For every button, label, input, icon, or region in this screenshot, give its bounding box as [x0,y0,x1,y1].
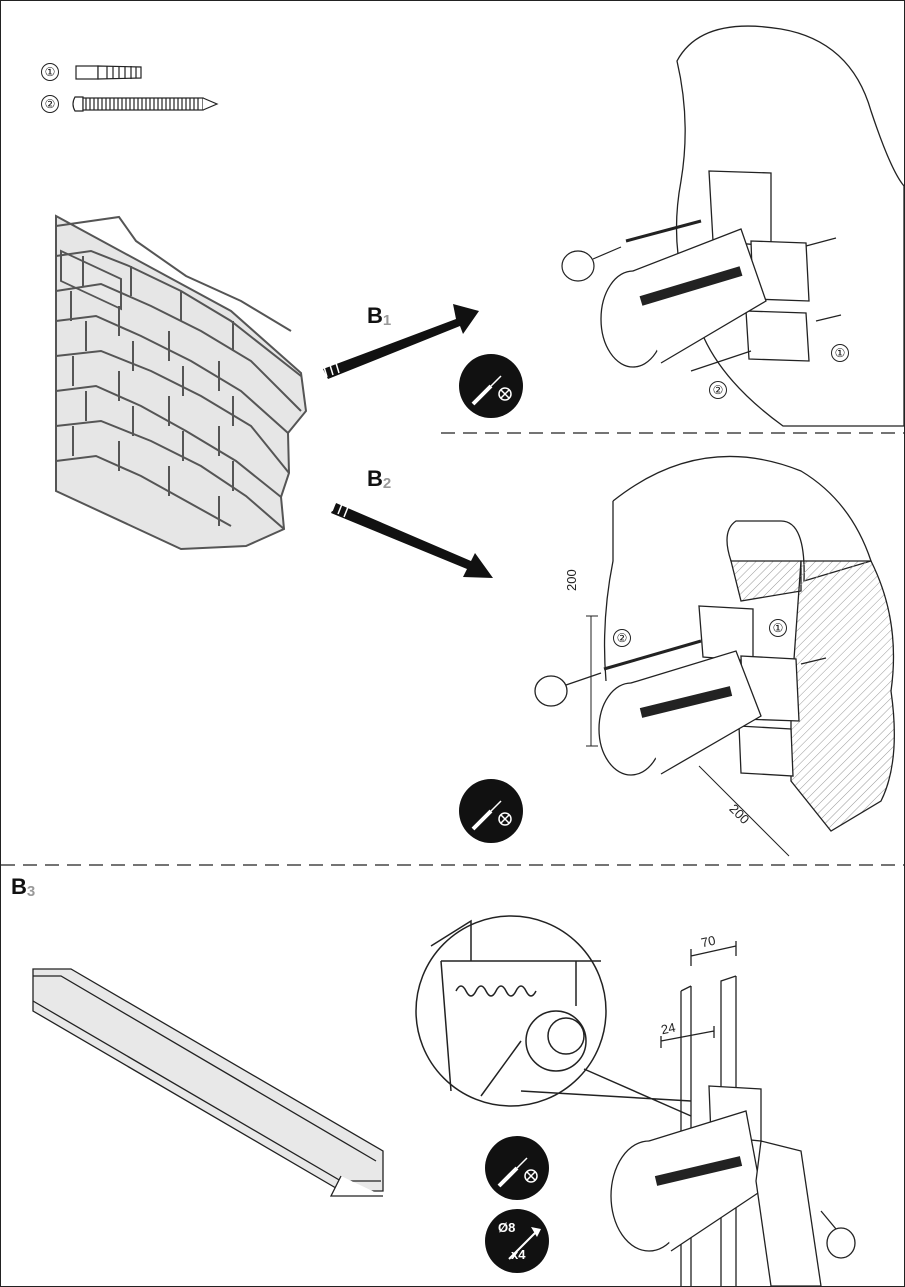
b2-callout-2: ② [613,629,631,647]
step-letter-b2: B [367,466,383,491]
step-label-b2: B2 [367,466,391,492]
screw-icon [72,96,219,112]
legend-item-1: ① [41,63,59,81]
screwdriver-badge-b1 [459,354,523,418]
legend-item-2: ② [41,95,59,113]
bolt-badge [485,1209,549,1273]
legend-number-2: ② [41,95,59,113]
b1-callout-1-text: ① [831,344,849,362]
b3-magnifier [415,915,692,1117]
b2-callout-2-text: ② [613,629,631,647]
b2-callout-1: ① [769,619,787,637]
step-letter-b3: B [11,874,27,899]
b1-callout-2: ② [709,381,727,399]
bolt-quantity: x4 [511,1247,526,1262]
step-label-b3: B3 [11,874,35,900]
b1-fixings [561,219,842,372]
b2-callout-1-text: ① [769,619,787,637]
legend-number-1: ① [41,63,59,81]
b1-callout-1: ① [831,344,849,362]
b1-callout-2-text: ② [709,381,727,399]
b2-gearbox [534,605,827,777]
b2-dimension-vertical: 200 [564,569,579,591]
b3-profile-rail [32,968,384,1197]
step-label-b1: B1 [367,303,391,329]
b3-dimension-offset: 24 [659,1019,677,1038]
arrow-b1 [323,304,479,379]
bolt-diameter: Ø8 [498,1220,516,1235]
b2-dimension-lines [586,615,790,857]
step-index-b3: 3 [26,883,36,900]
step-index-b1: 1 [382,312,392,329]
b1-gearbox [600,170,810,368]
screwdriver-badge-b2 [459,779,523,843]
brick-wall [55,214,308,551]
arrow-b2 [331,500,493,578]
b3-dimension-width: 70 [699,932,717,951]
b2-wall-section [603,455,895,832]
b1-wall-section [675,25,904,427]
step-letter-b1: B [367,303,383,328]
step-index-b2: 2 [382,475,392,492]
screwdriver-badge-b3 [485,1136,549,1200]
b3-gearbox [610,1085,856,1286]
wall-plug-icon [75,65,142,80]
